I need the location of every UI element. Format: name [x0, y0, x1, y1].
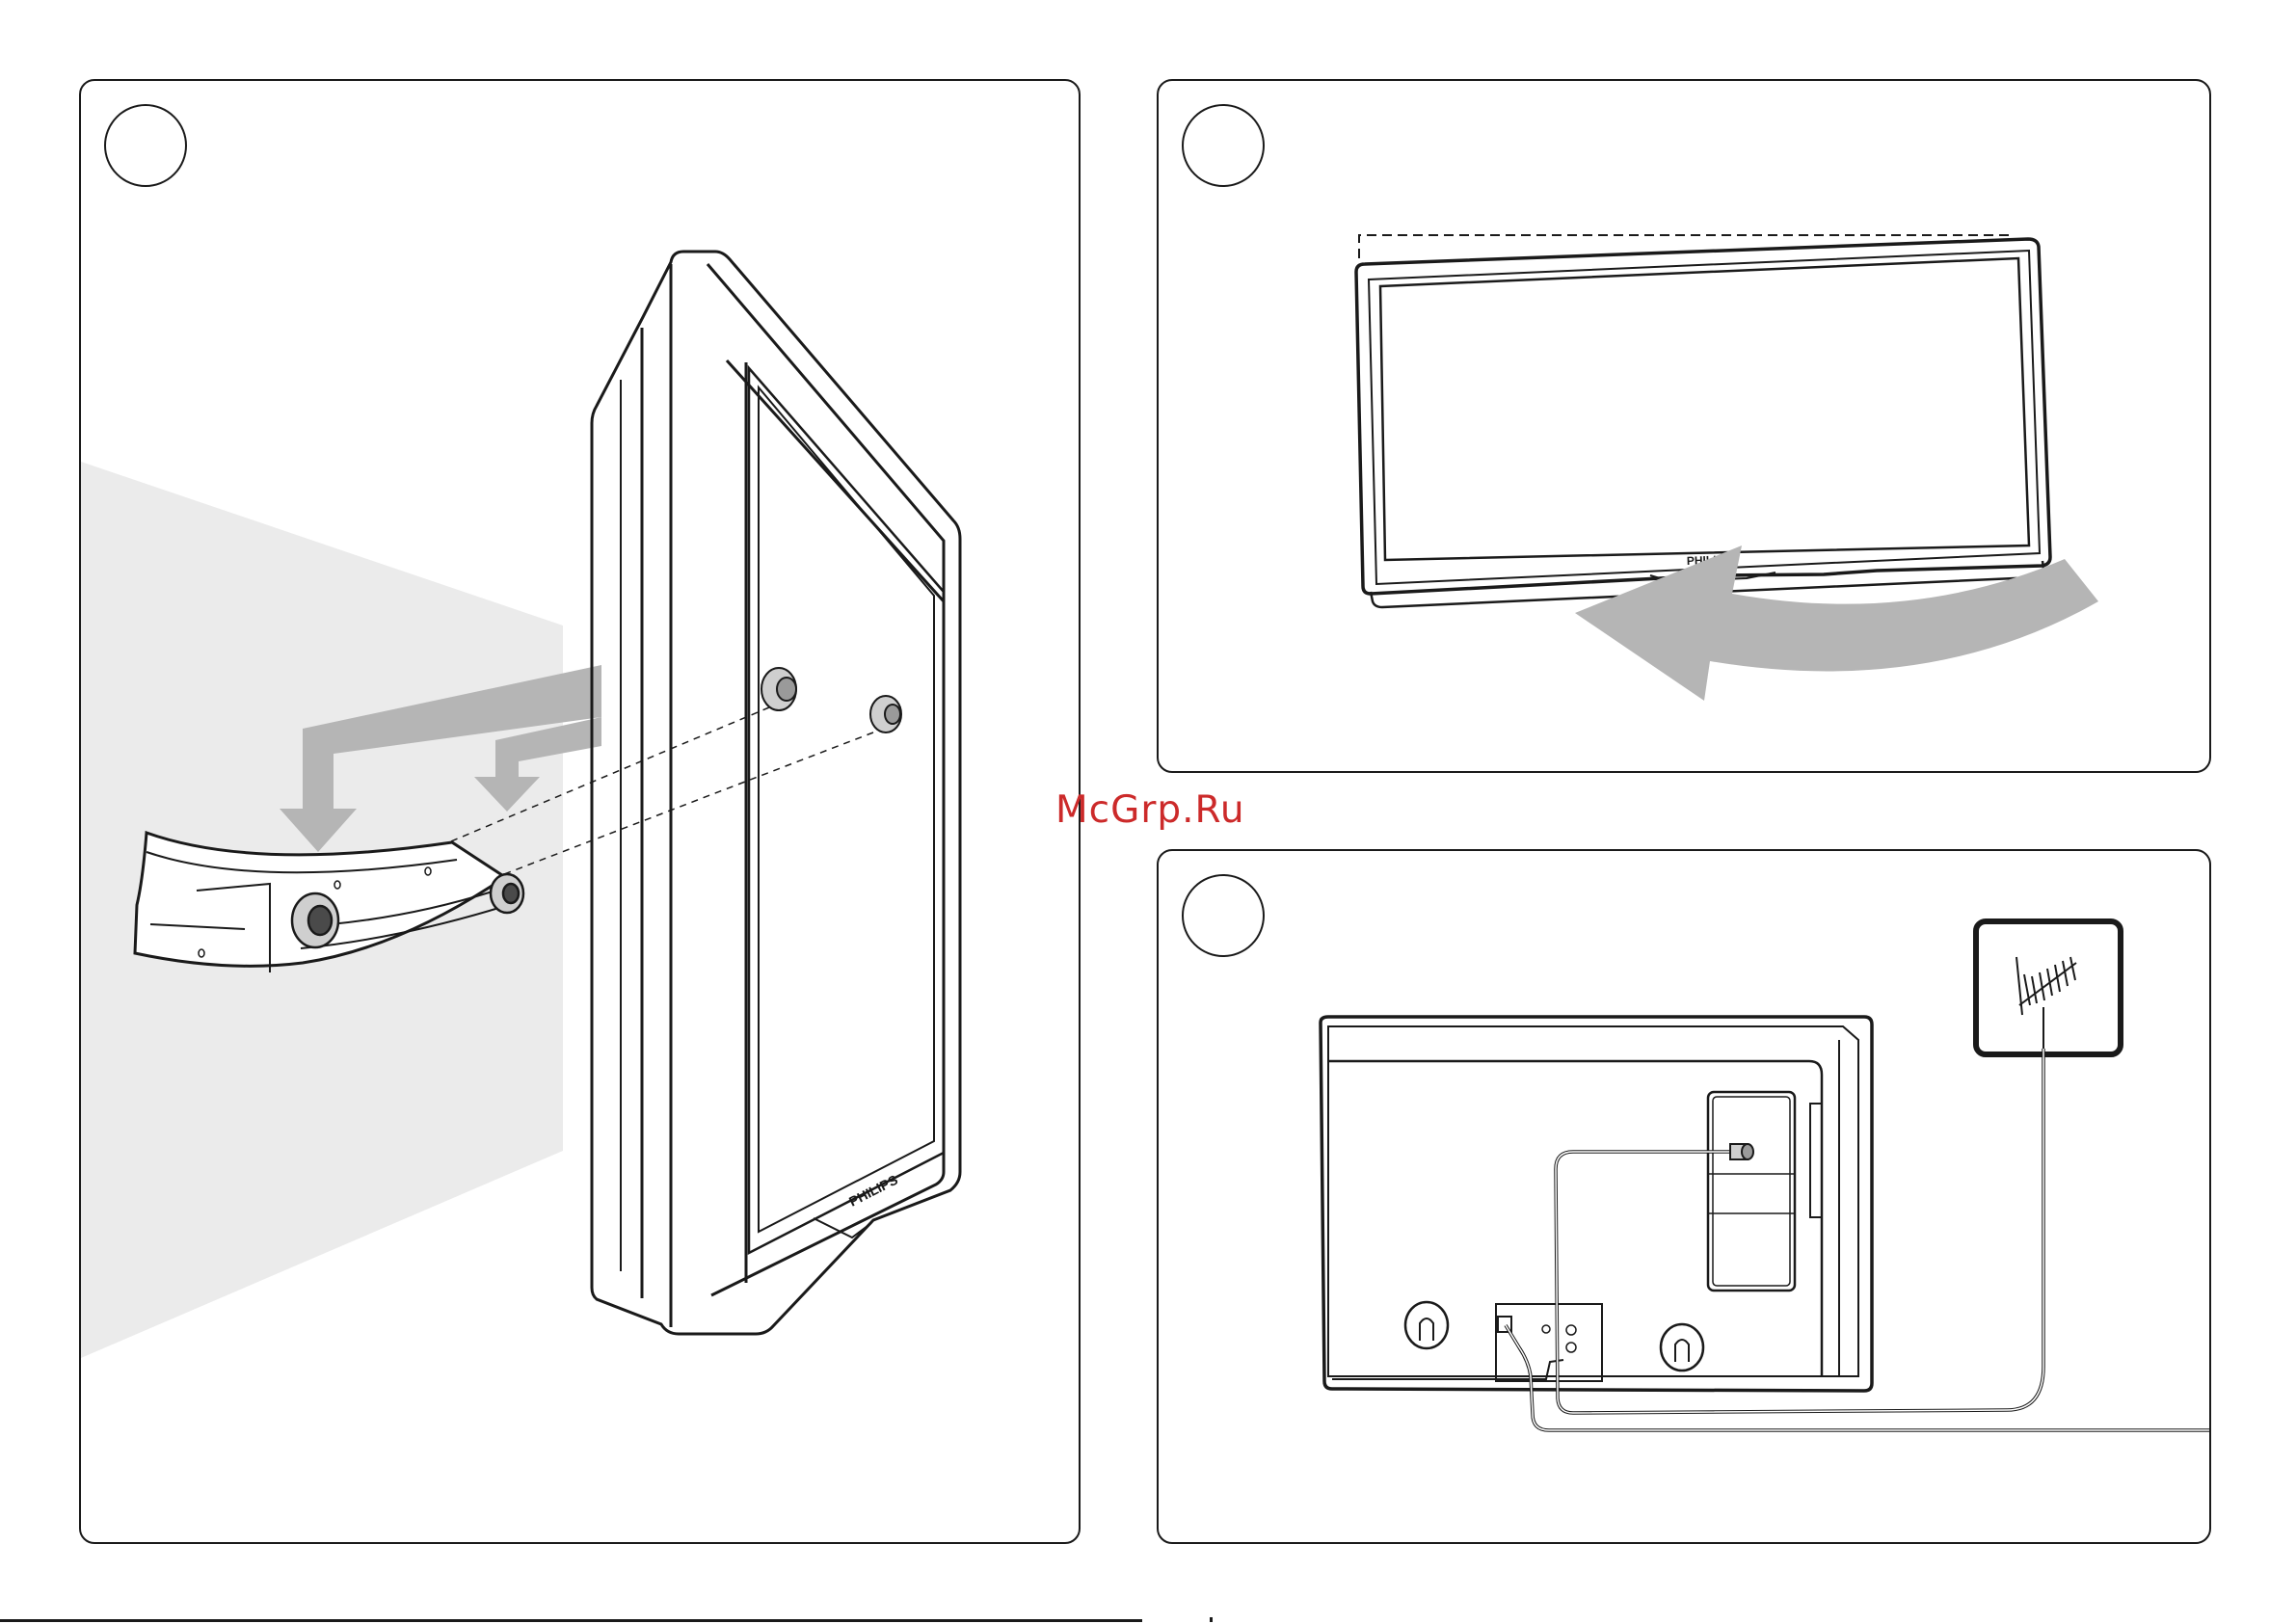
tv-back-view: [1321, 1017, 1872, 1391]
bracket-knob-right: [491, 874, 523, 913]
tv-side-view: [592, 252, 960, 1334]
tv-standoff-left: [761, 668, 796, 710]
coax-plug: [1730, 1144, 1753, 1159]
bottom-tick: [1210, 1617, 1213, 1622]
antenna-connection-illustration: [1159, 851, 2211, 1544]
swivel-arrow: [1575, 546, 2098, 701]
panel-wall-mount: PHILIPS: [79, 79, 1081, 1544]
wall-mount-illustration: PHILIPS: [81, 81, 1081, 1544]
bottom-rule: [0, 1619, 1142, 1622]
tv-brand-logo-side: PHILIPS: [846, 1172, 900, 1210]
tv-front-view: [1356, 239, 2050, 607]
panel-swivel: PHILIPS: [1157, 79, 2211, 773]
panel-antenna: [1157, 849, 2211, 1544]
swivel-illustration: PHILIPS: [1159, 81, 2211, 773]
bracket-knob-left: [292, 893, 338, 947]
tv-standoff-right: [870, 696, 901, 732]
watermark-text: McGrp.Ru: [1055, 788, 1245, 832]
aerial-antenna-icon: [1976, 921, 2121, 1054]
